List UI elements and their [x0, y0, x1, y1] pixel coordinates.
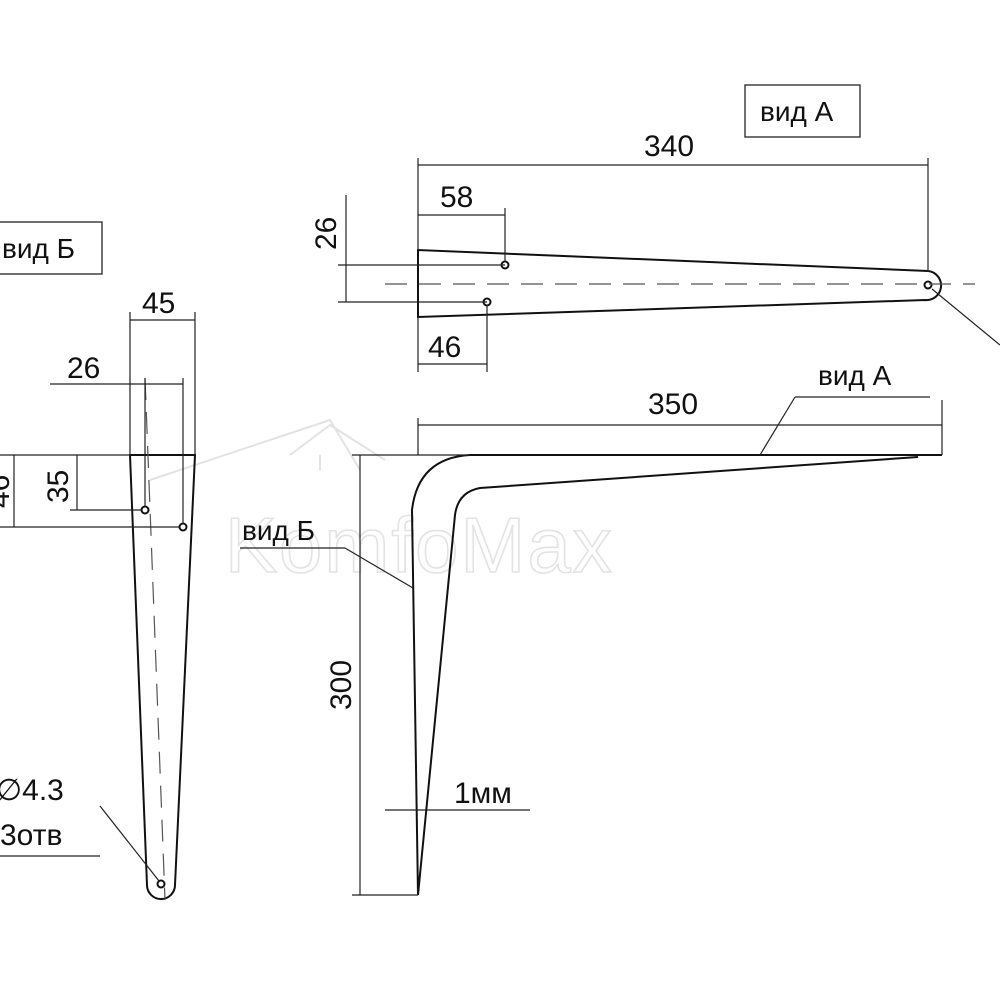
- hole-note-leader: [99, 805, 160, 882]
- view-b-label-box: [0, 221, 103, 275]
- leader-view-b: [344, 547, 414, 589]
- dim-26-horizontal: 26: [67, 352, 100, 385]
- leader-view-a: [759, 396, 796, 456]
- dim-thickness: 1мм: [454, 777, 512, 810]
- view-b: вид Б 45 26 35 46 ∅4.3 3отв: [0, 221, 197, 901]
- side-label-view-b: вид Б: [242, 515, 315, 546]
- side-label-view-a: вид А: [818, 360, 892, 391]
- watermark-text: KomfoMax: [225, 501, 614, 589]
- house-roof-icon: [149, 418, 386, 481]
- dim-350: 350: [648, 388, 698, 421]
- view-a: вид А 340 58 46 26: [310, 84, 1000, 372]
- watermark: KomfoMax: [149, 418, 614, 590]
- dim-300: 300: [325, 660, 358, 710]
- hole-diameter: ∅4.3: [0, 774, 64, 807]
- hole-count: 3отв: [0, 819, 62, 852]
- view-b-hole: [178, 522, 188, 532]
- dim-58: 58: [440, 181, 473, 214]
- view-a-end-hole: [923, 280, 933, 290]
- dim-340: 340: [644, 130, 694, 163]
- view-a-label-box: [744, 84, 861, 138]
- view-b-label: вид Б: [2, 233, 75, 264]
- side-view: 350 вид А вид Б 300 1мм: [240, 360, 943, 896]
- dim-35: 35: [42, 470, 75, 503]
- side-bracket-outline: [410, 454, 942, 896]
- view-b-centerline: [144, 377, 166, 901]
- view-a-label: вид А: [760, 96, 834, 127]
- dim-26-vertical: 26: [310, 217, 343, 250]
- dim-46-partial: 46: [0, 475, 16, 508]
- view-b-end-hole: [156, 879, 166, 889]
- view-b-hole: [140, 505, 150, 515]
- view-a-bracket-outline: [417, 248, 943, 319]
- view-b-bracket-outline: [128, 454, 197, 900]
- dim-45: 45: [142, 287, 175, 320]
- dim-46: 46: [428, 331, 461, 364]
- view-a-end-leader: [931, 288, 1000, 346]
